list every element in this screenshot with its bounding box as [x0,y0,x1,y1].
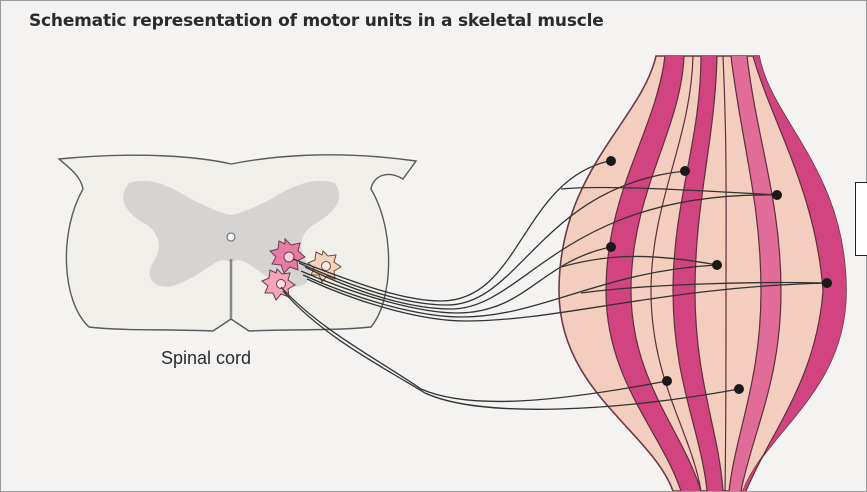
central-canal [227,233,235,241]
motor-endplate-icon [772,190,782,200]
skeletal-muscle [559,56,846,491]
neuron-nucleus [322,262,331,271]
motor-endplate-icon [606,242,616,252]
spinal-cord-section [59,155,416,331]
motor-endplate-icon [712,260,722,270]
spinal-cord-label: Spinal cord [161,348,251,369]
motor-endplate-icon [822,278,832,288]
motor-endplate-icon [606,156,616,166]
diagram-title: Schematic representation of motor units … [29,11,604,31]
motor-endplate-icon [662,376,672,386]
neuron-nucleus [284,252,294,262]
motor-endplate-icon [734,384,744,394]
motor-endplate-icon [680,166,690,176]
side-text-box [855,182,867,256]
